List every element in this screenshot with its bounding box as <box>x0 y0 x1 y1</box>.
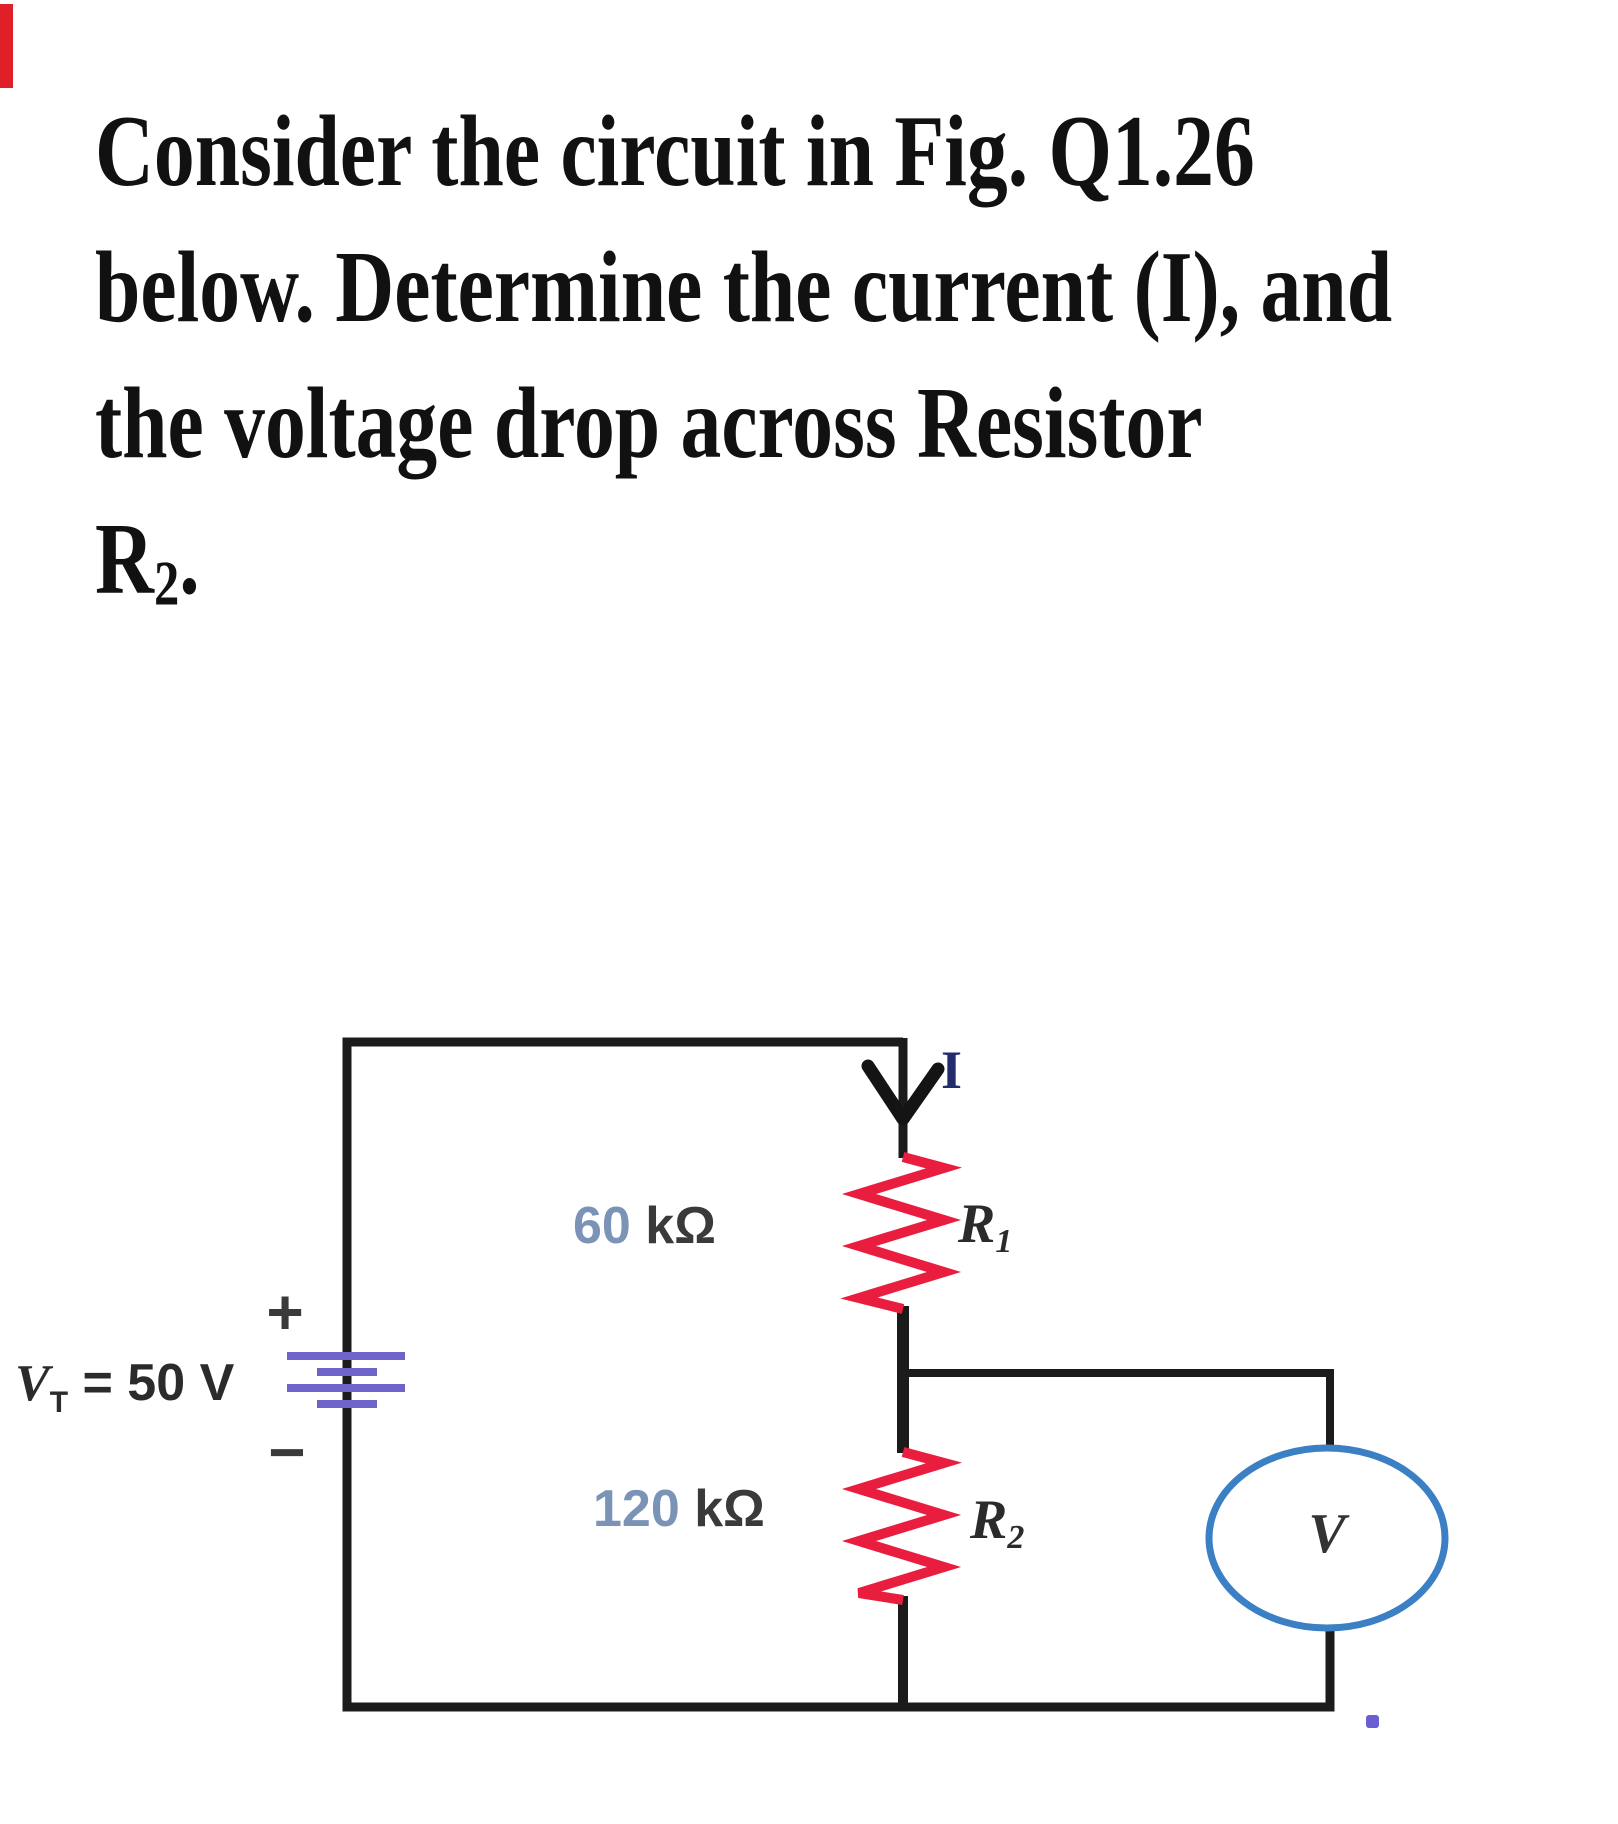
problem-line-3: the voltage drop across Resistor <box>95 367 1203 480</box>
source-symbol: V <box>15 1355 50 1412</box>
voltmeter-label: V <box>1308 1503 1346 1565</box>
problem-line-4: R2. <box>95 492 1618 651</box>
resistor-ref-subscript: 2 <box>153 548 180 619</box>
stray-dot <box>1366 1715 1379 1728</box>
current-arrow <box>861 1059 945 1126</box>
r1-value-label: 60 kΩ <box>573 1200 716 1252</box>
r2-value-label: 120 kΩ <box>593 1483 765 1535</box>
battery-minus-sign: − <box>268 1416 306 1488</box>
scan-edge-mark <box>0 4 13 88</box>
r1-value: 60 <box>573 1197 631 1255</box>
problem-text: Consider the circuit in Fig. Q1.26 below… <box>95 84 1618 651</box>
resistor-ref: R <box>95 503 154 616</box>
voltmeter-branch-wire <box>903 1369 1334 1449</box>
battery-symbol <box>287 1352 405 1408</box>
problem-line-2: below. Determine the current (I), and <box>95 231 1393 344</box>
r1-name-subscript: 1 <box>995 1223 1013 1260</box>
outer-loop-wire <box>342 1037 1335 1712</box>
resistor-r2-zigzag <box>841 1447 963 1605</box>
r1-unit: kΩ <box>645 1197 716 1255</box>
voltmeter-circle <box>1205 1444 1449 1632</box>
current-label: I <box>941 1040 963 1100</box>
source-voltage-label: VT = 50 V <box>15 1357 234 1418</box>
r1-name: R <box>958 1193 996 1255</box>
r2-name-subscript: 2 <box>1007 1519 1025 1556</box>
source-value: = 50 V <box>82 1354 235 1412</box>
r1-name-label: R1 <box>958 1196 1012 1259</box>
r2-name: R <box>970 1489 1008 1551</box>
battery-plus-sign: + <box>266 1276 304 1348</box>
r2-name-label: R2 <box>970 1492 1024 1555</box>
source-symbol-subscript: T <box>49 1386 69 1419</box>
r2-value: 120 <box>593 1480 680 1538</box>
problem-line-1: Consider the circuit in Fig. Q1.26 <box>95 95 1255 208</box>
resistor-r1-zigzag <box>840 1152 963 1314</box>
r2-unit: kΩ <box>694 1480 765 1538</box>
sentence-period: . <box>179 503 200 616</box>
